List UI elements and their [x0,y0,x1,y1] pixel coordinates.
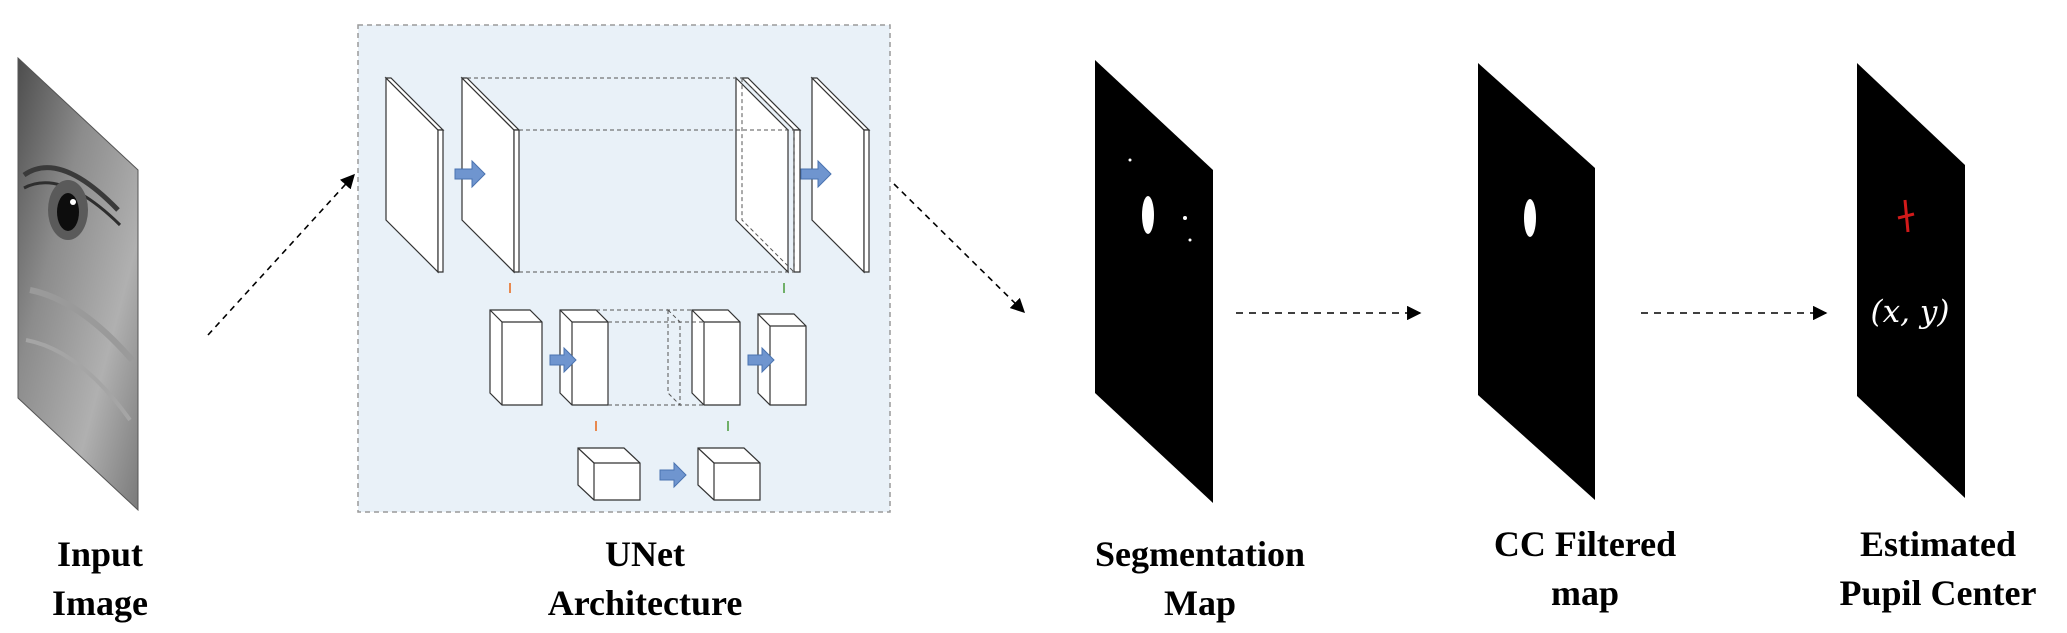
pupil-center-marker [1897,199,1915,233]
cc-filtered-map [1478,63,1595,500]
arrow-unet-to-segmentation [893,183,1026,314]
arrow-input-to-unet [207,173,355,336]
segmentation-pupil-blob [1142,196,1154,234]
caption-input-image: Input Image [52,534,148,623]
caption-unet-architecture: UNet Architecture [547,534,743,623]
flow-arrow-2 [800,159,832,189]
flow-arrow-4 [747,346,775,374]
caption-estimated-pupil-center: Estimated Pupil Center [1839,524,2037,613]
caption-segmentation-map: Segmentation Map [1095,534,1305,623]
flow-arrow-1 [454,159,486,189]
caption-cc-filtered-map: CC Filtered map [1493,524,1677,613]
flow-arrow-3 [549,346,577,374]
pupil-center-coordinates: (x, y) [1871,294,1950,330]
flow-arrow-5 [659,461,687,489]
pupil-center-map: (x, y) [1857,63,1965,498]
input-eye-image [17,56,139,512]
unet-architecture [357,24,891,513]
cc-pupil-blob [1524,199,1536,237]
segmentation-map [1095,60,1213,503]
unet-panel [357,24,891,513]
